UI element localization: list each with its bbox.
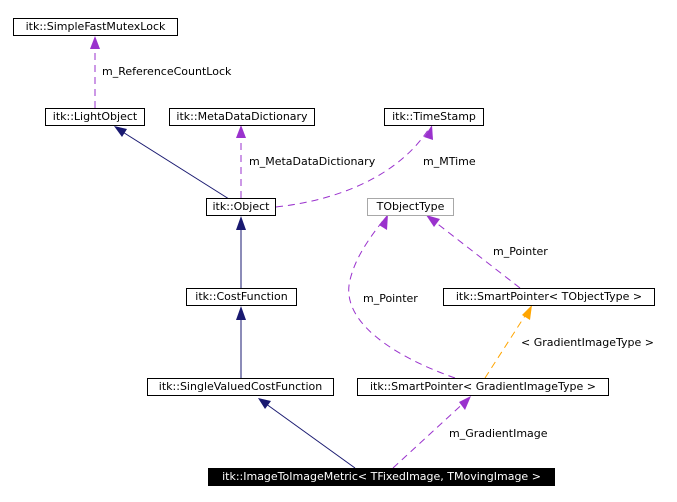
node-time-stamp[interactable]: itk::TimeStamp — [384, 108, 484, 126]
edge-meta-data-dictionary — [236, 125, 246, 198]
edge-cost-function-inherits-object — [236, 216, 246, 288]
edge-object-inherits-light-object — [114, 126, 230, 200]
node-light-object[interactable]: itk::LightObject — [45, 108, 145, 126]
edge-reference-count-lock — [90, 36, 100, 108]
edge-template-instance — [484, 305, 532, 379]
label-m-time: m_MTime — [423, 155, 476, 168]
edge-pointer-gradient — [348, 214, 456, 379]
edge-metric-inherits-single-valued — [258, 398, 356, 469]
node-cost-function[interactable]: itk::CostFunction — [186, 288, 297, 306]
edge-pointer-template — [426, 215, 521, 289]
node-smart-pointer-gradient[interactable]: itk::SmartPointer< GradientImageType > — [357, 378, 609, 396]
node-single-valued-cost-function[interactable]: itk::SingleValuedCostFunction — [147, 378, 334, 396]
node-smart-pointer-template[interactable]: itk::SmartPointer< TObjectType > — [443, 288, 655, 306]
edge-m-time — [275, 125, 433, 208]
node-meta-data-dictionary[interactable]: itk::MetaDataDictionary — [169, 108, 315, 126]
node-t-object-type[interactable]: TObjectType — [367, 198, 454, 216]
label-reference-count-lock: m_ReferenceCountLock — [102, 65, 232, 78]
label-gradient-image: m_GradientImage — [449, 427, 548, 440]
label-pointer-gradient: m_Pointer — [363, 292, 418, 305]
edge-single-valued-inherits-cost-function — [236, 306, 246, 378]
edge-gradient-image — [392, 396, 471, 469]
label-meta-data-dictionary: m_MetaDataDictionary — [249, 155, 376, 168]
node-object[interactable]: itk::Object — [206, 198, 276, 216]
node-simple-fast-mutex-lock[interactable]: itk::SimpleFastMutexLock — [13, 18, 178, 36]
label-template-argument: < GradientImageType > — [521, 336, 655, 349]
node-image-to-image-metric[interactable]: itk::ImageToImageMetric< TFixedImage, TM… — [208, 468, 555, 486]
label-pointer-template: m_Pointer — [493, 245, 548, 258]
